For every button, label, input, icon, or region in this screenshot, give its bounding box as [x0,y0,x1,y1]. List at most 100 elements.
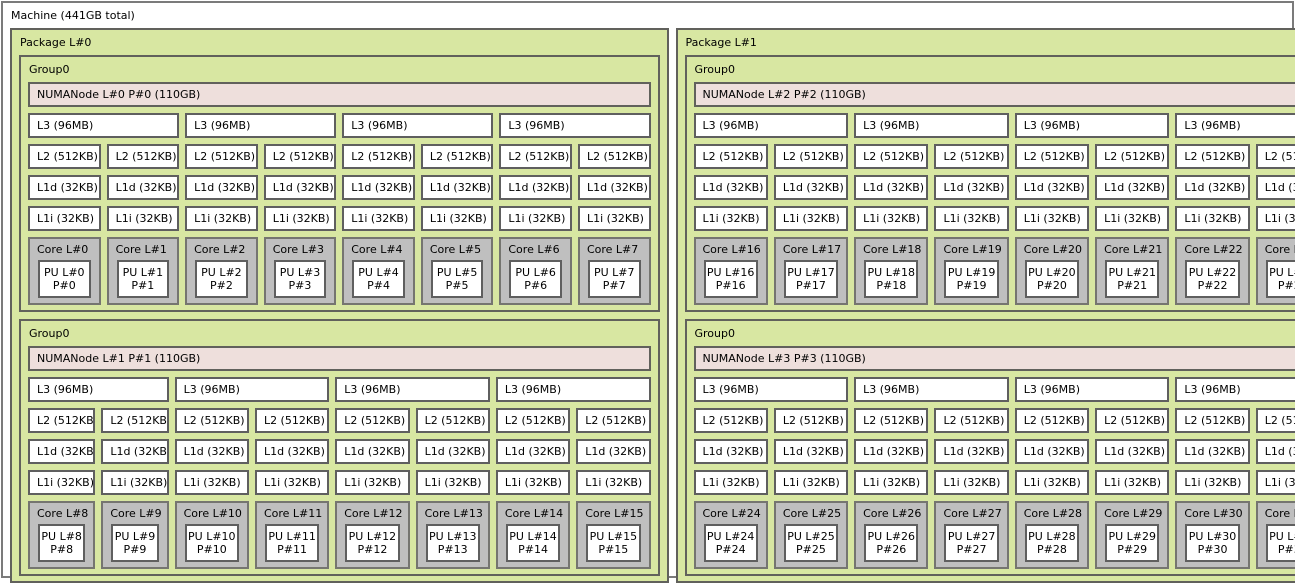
l1i-cache-box: L1i (32KB) [496,470,570,495]
pu-physical-label: P#28 [1028,543,1076,556]
core-label: Core L#30 [1184,507,1242,520]
pu-physical-label: P#10 [188,543,236,556]
pu-logical-label: PU L#0 [41,266,88,279]
l1d-cache-box: L1d (32KB) [496,439,570,464]
l1d-cache-box: L1d (32KB) [1256,175,1295,200]
core-label: Core L#5 [430,243,487,256]
l1i-cache-box: L1i (32KB) [1175,206,1249,231]
l1i-cache-box: L1i (32KB) [107,206,180,231]
l1i-cache-box: L1i (32KB) [694,470,768,495]
pu-physical-label: P#16 [707,279,755,292]
l2-cache-box: L2 (512KB) [185,144,258,169]
pu-logical-label: PU L#30 [1188,530,1236,543]
l2-cache-box: L2 (512KB) [854,408,928,433]
l3-cache-box: L3 (96MB) [1015,113,1170,138]
l1i-cache-box: L1i (32KB) [576,470,650,495]
l1d-cache-box: L1d (32KB) [694,439,768,464]
core-label: Core L#24 [703,507,761,520]
pu-physical-label: P#21 [1108,279,1156,292]
l3-cache-box: L3 (96MB) [694,377,849,402]
l1d-cache-box: L1d (32KB) [1256,439,1295,464]
core-label: Core L#7 [587,243,644,256]
l1d-cache-box: L1d (32KB) [1175,439,1249,464]
pu-logical-label: PU L#14 [509,530,557,543]
l1i-cache-box: L1i (32KB) [255,470,329,495]
l2-cache-box: L2 (512KB) [1095,408,1169,433]
core-label: Core L#0 [37,243,94,256]
core-label: Core L#20 [1024,243,1082,256]
pu-physical-label: P#15 [589,543,637,556]
core-label: Core L#9 [110,507,161,520]
l2-cache-box: L2 (512KB) [1175,144,1249,169]
core-label: Core L#14 [505,507,563,520]
l2-cache-box: L2 (512KB) [934,144,1008,169]
cache-core-grid: L3 (96MB)L3 (96MB)L3 (96MB)L3 (96MB)L2 (… [28,113,651,305]
cache-core-grid: L3 (96MB)L3 (96MB)L3 (96MB)L3 (96MB)L2 (… [28,377,651,569]
l1i-cache-box: L1i (32KB) [421,206,494,231]
numanode-box: NUMANode L#3 P#3 (110GB) [694,346,1295,371]
l1d-cache-box: L1d (32KB) [1095,439,1169,464]
core-box: Core L#23PU L#23P#23 [1256,237,1295,305]
l2-cache-box: L2 (512KB) [416,408,490,433]
l2-cache-box: L2 (512KB) [1015,144,1089,169]
core-label: Core L#8 [37,507,88,520]
l1i-cache-box: L1i (32KB) [28,206,101,231]
pu-logical-label: PU L#21 [1108,266,1156,279]
l3-cache-box: L3 (96MB) [1175,113,1295,138]
core-label: Core L#18 [863,243,921,256]
core-label: Core L#21 [1104,243,1162,256]
pu-physical-label: P#13 [429,543,477,556]
core-label: Core L#25 [783,507,841,520]
l1d-cache-box: L1d (32KB) [1175,175,1249,200]
pu-physical-label: P#23 [1269,279,1295,292]
l2-cache-box: L2 (512KB) [28,408,95,433]
pu-logical-label: PU L#6 [512,266,559,279]
l1i-cache-box: L1i (32KB) [1015,470,1089,495]
l1i-cache-box: L1i (32KB) [28,470,95,495]
core-label: Core L#19 [943,243,1001,256]
l1d-cache-box: L1d (32KB) [774,439,848,464]
pu-logical-label: PU L#22 [1188,266,1236,279]
l1i-cache-box: L1i (32KB) [1256,206,1295,231]
core-label: Core L#23 [1265,243,1295,256]
pu-physical-label: P#4 [355,279,402,292]
l3-cache-box: L3 (96MB) [1175,377,1295,402]
pu-logical-label: PU L#3 [277,266,324,279]
l3-cache-box: L3 (96MB) [499,113,650,138]
pu-physical-label: P#2 [198,279,245,292]
numanode-box: NUMANode L#1 P#1 (110GB) [28,346,651,371]
l1d-cache-box: L1d (32KB) [1015,439,1089,464]
pu-physical-label: P#30 [1188,543,1236,556]
l2-cache-box: L2 (512KB) [1015,408,1089,433]
l1d-cache-box: L1d (32KB) [499,175,572,200]
l1d-cache-box: L1d (32KB) [576,439,650,464]
l1d-cache-box: L1d (32KB) [934,175,1008,200]
pu-logical-label: PU L#20 [1028,266,1076,279]
cache-core-grid: L3 (96MB)L3 (96MB)L3 (96MB)L3 (96MB)L2 (… [694,377,1295,569]
